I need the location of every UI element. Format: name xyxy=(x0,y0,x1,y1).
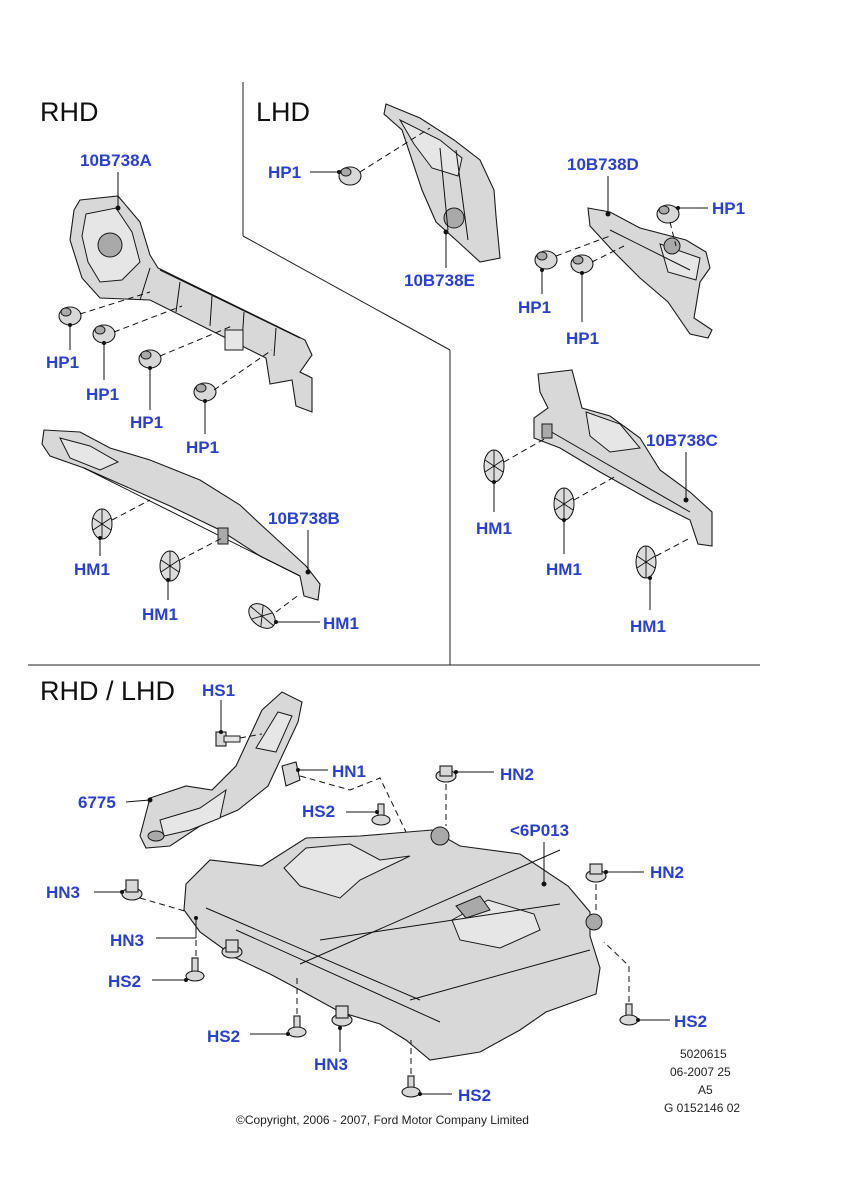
hp1-clip-rhd-3 xyxy=(138,349,162,369)
callout-hn3-left: HN3 xyxy=(46,883,80,902)
hn2-nut-top xyxy=(435,765,457,783)
callout-hm1-lhd-2: HM1 xyxy=(546,560,582,579)
hp1-clip-lhd-right-1 xyxy=(656,204,680,224)
dash-hp1-lhd-top xyxy=(359,127,431,173)
callout-hm1-rhd-1: HM1 xyxy=(74,560,110,579)
callout-hp1-lhd-right-3: HP1 xyxy=(566,329,599,348)
heat-shield-6775 xyxy=(139,691,303,849)
callout-hs2-top: HS2 xyxy=(302,802,335,821)
hp1-clip-rhd-2 xyxy=(92,324,116,344)
section-title-rhd: RHD xyxy=(40,97,99,127)
callout-hm1-rhd-3: HM1 xyxy=(323,614,359,633)
hs2-bolt-left xyxy=(185,957,205,982)
callout-hm1-rhd-2: HM1 xyxy=(142,605,178,624)
callout-hs2-left: HS2 xyxy=(108,972,141,991)
hm1-grommet-lhd-1 xyxy=(483,449,505,483)
callout-10b738d: 10B738D xyxy=(567,155,639,174)
rhd-lower-bracket xyxy=(41,429,321,601)
hm1-grommet-rhd-3 xyxy=(248,603,276,629)
section-title-lhd: LHD xyxy=(256,97,310,127)
hp1-clip-lhd-right-3 xyxy=(570,254,594,274)
callout-hn1: HN1 xyxy=(332,762,366,781)
drawing-size: A5 xyxy=(698,1083,713,1097)
drawing-date: 06-2007 25 xyxy=(670,1065,731,1079)
callout-hs1: HS1 xyxy=(202,681,235,700)
rhd-upper-bracket xyxy=(69,195,313,413)
divider-diagonal xyxy=(242,235,451,351)
callout-hs2-right: HS2 xyxy=(674,1012,707,1031)
callout-hn2-top: HN2 xyxy=(500,765,534,784)
callout-10b738e: 10B738E xyxy=(404,271,475,290)
hn1-clip xyxy=(281,761,301,787)
lhd-upper-right-bracket xyxy=(587,207,713,339)
hn2-nut-right xyxy=(585,863,607,883)
dash-hm1-lhd xyxy=(503,437,691,557)
dash-hp1-lhd-right xyxy=(555,221,677,263)
callout-hn3-bottom: HN3 xyxy=(314,1055,348,1074)
lhd-upper-left-bracket xyxy=(383,103,501,263)
callout-hp1-rhd-1: HP1 xyxy=(46,353,79,372)
hs1-bolt xyxy=(215,731,241,747)
hm1-grommet-rhd-1 xyxy=(91,508,113,540)
callout-hp1-lhd-right-2: HP1 xyxy=(518,298,551,317)
hs2-bolt-center xyxy=(287,1015,307,1038)
callout-10b738a: 10B738A xyxy=(80,151,152,170)
hn3-nut-bottom xyxy=(331,1005,353,1027)
hm1-grommet-lhd-2 xyxy=(553,487,575,521)
hm1-grommet-rhd-2 xyxy=(159,550,181,582)
callout-hp1-rhd-3: HP1 xyxy=(130,413,163,432)
drawing-ref: 5020615 xyxy=(680,1047,727,1061)
hn3-nut-left xyxy=(121,879,143,901)
section-title-rhd-lhd: RHD / LHD xyxy=(40,676,175,706)
hm1-grommet-lhd-3 xyxy=(635,545,657,579)
callout-6p013: <6P013 xyxy=(510,821,569,840)
hn3-nut-middle xyxy=(221,939,243,959)
callout-10b738b: 10B738B xyxy=(268,509,340,528)
hp1-clip-lhd-right-2 xyxy=(534,250,558,270)
copyright: ©Copyright, 2006 - 2007, Ford Motor Comp… xyxy=(236,1113,529,1127)
hs2-bolt-right xyxy=(619,1003,639,1026)
callout-hm1-lhd-1: HM1 xyxy=(476,519,512,538)
callout-hp1-rhd-4: HP1 xyxy=(186,438,219,457)
callout-hp1-lhd-right-1: HP1 xyxy=(712,199,745,218)
callout-hp1-rhd-2: HP1 xyxy=(86,385,119,404)
hs2-bolt-bottom xyxy=(401,1075,421,1098)
callout-6775: 6775 xyxy=(78,793,116,812)
hp1-clip-lhd-top xyxy=(338,166,362,186)
callout-hs2-center: HS2 xyxy=(207,1027,240,1046)
hp1-clip-rhd-1 xyxy=(58,306,82,326)
lhd-lower-bracket xyxy=(533,369,713,547)
callout-hn3-middle: HN3 xyxy=(110,931,144,950)
dash-hm1-rhd xyxy=(111,499,301,613)
hp1-clip-rhd-4 xyxy=(193,382,217,402)
hs2-bolt-top xyxy=(371,803,391,826)
callout-10b738c: 10B738C xyxy=(646,431,718,450)
callout-hp1-lhd-top: HP1 xyxy=(268,163,301,182)
drawing-number: G 0152146 02 xyxy=(664,1101,740,1115)
callout-hn2-right: HN2 xyxy=(650,863,684,882)
callout-hm1-lhd-3: HM1 xyxy=(630,617,666,636)
undertray-6p013 xyxy=(183,826,603,1061)
callout-hs2-bottom: HS2 xyxy=(458,1086,491,1105)
